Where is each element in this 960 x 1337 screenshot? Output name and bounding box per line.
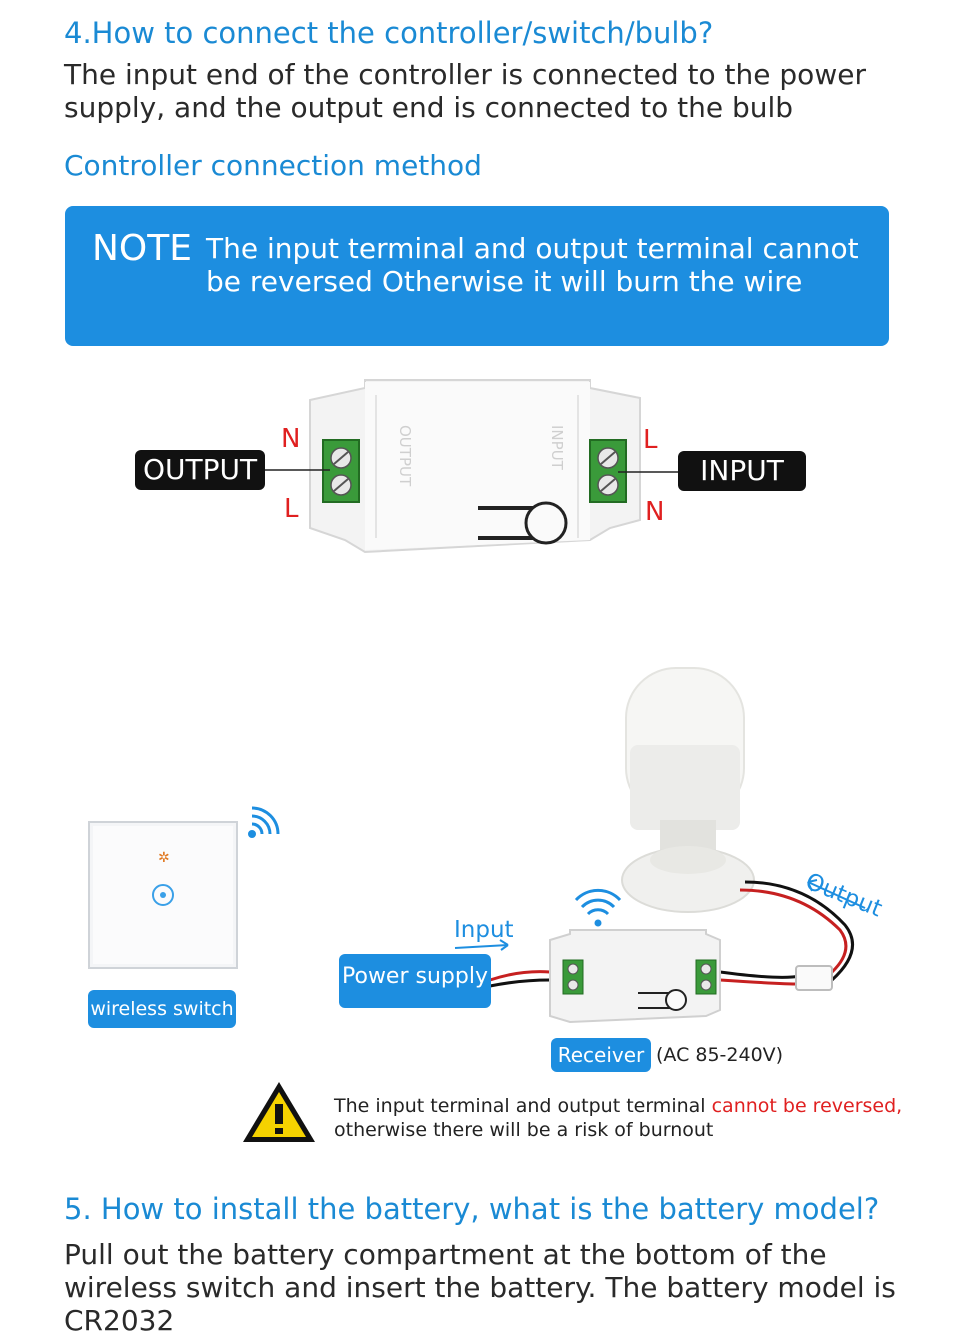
note-box [65,206,889,346]
input-arrow-label: Input [454,917,514,943]
warning-text-normal: The input terminal and output terminal [334,1095,712,1117]
note-label: NOTE [92,228,193,269]
input-pin-n: N [645,497,665,527]
wireless-switch-label: wireless switch [88,990,236,1028]
embossed-output: OUTPUT [396,425,414,487]
output-pin-n: N [281,424,301,454]
power-supply-label: Power supply [339,954,491,1008]
output-tag: OUTPUT [135,450,265,490]
input-pin-l: L [643,425,658,455]
receiver-module [549,929,721,1024]
note-text: The input terminal and output terminal c… [206,232,859,298]
warning-icon [243,1082,315,1142]
section-5-title: 5. How to install the battery, what is t… [64,1192,880,1226]
wire-connector [795,965,833,991]
touch-key-icon [152,884,174,906]
wiring-diagram: ✲ [88,667,886,1024]
output-terminal-block [322,439,360,503]
input-terminal-block [589,439,627,503]
warning-text: The input terminal and output terminal c… [334,1094,934,1142]
input-tag: INPUT [678,451,806,491]
pairing-button [478,501,568,545]
section-5-description: Pull out the battery compartment at the … [64,1238,896,1337]
output-pin-l: L [284,494,299,524]
controller-diagram: OUTPUT INPUT [262,379,682,554]
controller-connection-subtitle: Controller connection method [64,149,482,182]
output-arrow-label: Output [802,868,886,922]
input-arrow-icon [454,939,509,951]
section-4-description: The input end of the controller is conne… [64,58,866,124]
signal-icon [248,806,280,838]
wireless-switch-panel: ✲ [88,821,238,969]
output-arrow-icon [807,879,866,909]
embossed-input: INPUT [548,425,566,471]
section-4-title: 4.How to connect the controller/switch/b… [64,16,714,50]
warning-text-red: cannot be reversed, [711,1095,903,1117]
wifi-icon [574,888,622,927]
receiver-label: Receiver [551,1038,651,1072]
indicator-icon: ✲ [158,850,170,866]
bulb-icon [621,667,755,913]
voltage-label: (AC 85-240V) [656,1044,784,1066]
warning-text-line2: otherwise there will be a risk of burnou… [334,1119,714,1141]
